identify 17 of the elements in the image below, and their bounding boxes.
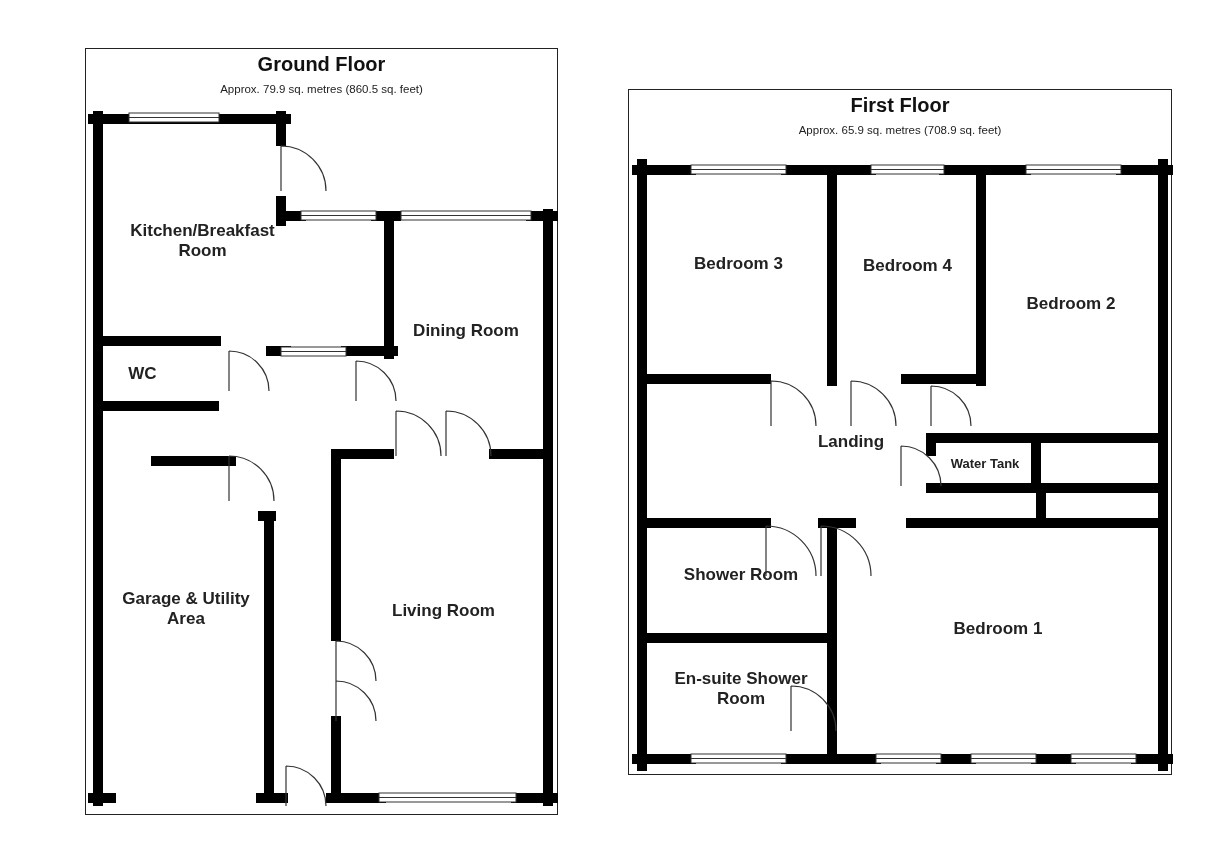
room-name: Bedroom 2 [1026, 293, 1116, 314]
room-name: Shower Room [683, 565, 799, 585]
room-name: Landing [817, 432, 885, 452]
room-name: Dining Room [413, 321, 519, 341]
floor-title: First Floor [850, 94, 950, 117]
floor-area-text: Approx. 79.9 sq. metres (860.5 sq. feet) [220, 83, 423, 95]
room-name: En-suite Shower Room [673, 668, 809, 709]
room-name: Garage & Utility Area [121, 588, 251, 629]
room-name: Kitchen/Breakfast Room [129, 221, 276, 261]
room-name: Water Tank [950, 456, 1020, 472]
room-name: Bedroom 3 [694, 253, 783, 274]
floor-title: Ground Floor [257, 53, 386, 76]
room-name: Bedroom 4 [863, 256, 952, 276]
floor-area-text: Approx. 65.9 sq. metres (708.9 sq. feet) [798, 124, 1002, 136]
room-name: Bedroom 1 [953, 618, 1043, 639]
room-name: Living Room [392, 601, 495, 621]
room-name: WC [128, 363, 157, 384]
